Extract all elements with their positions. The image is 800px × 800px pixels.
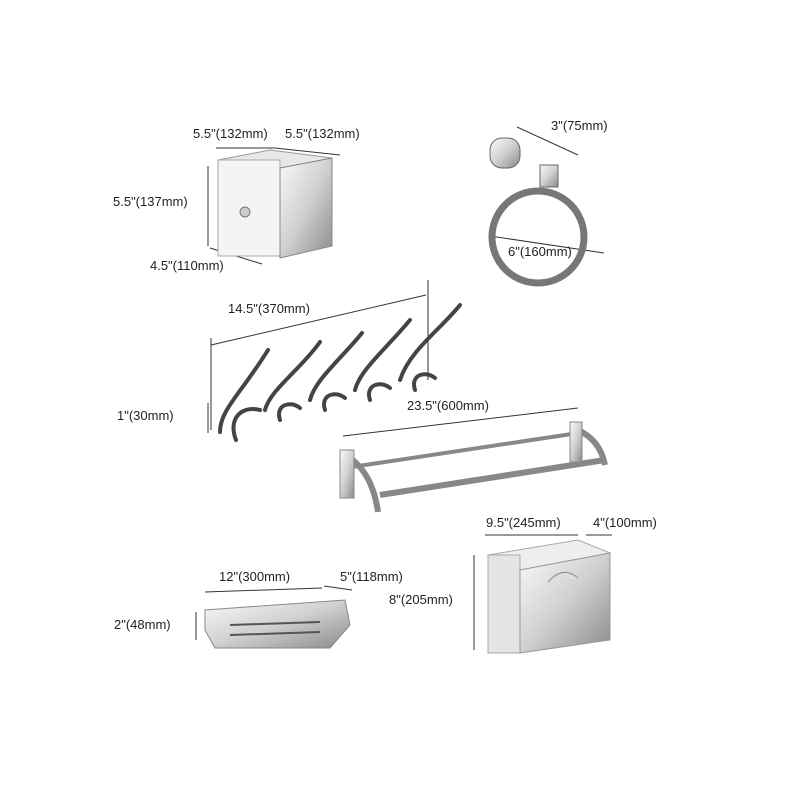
towel-ring-diameter-label: 6"(160mm) (508, 244, 572, 259)
hook-rail-length-label: 14.5"(370mm) (228, 301, 310, 316)
towel-bar-image (339, 421, 608, 513)
basket-length-label: 12"(300mm) (219, 569, 291, 584)
tissue-box-height-label: 8"(205mm) (389, 592, 453, 607)
hook-rail-image (218, 303, 462, 442)
basket-height-label: 2"(48mm) (114, 617, 171, 632)
towel-ring-image (488, 137, 588, 287)
towel-ring-depth-label: 3"(75mm) (551, 118, 608, 133)
shelf-basket-image (204, 599, 351, 649)
tissue-box-image (486, 539, 612, 654)
hook-rail-height-label: 1"(30mm) (117, 408, 174, 423)
tissue-box-width-label: 9.5"(245mm) (486, 515, 561, 530)
tissue-box-depth-label: 4"(100mm) (593, 515, 657, 530)
paper-holder-front-label: 4.5"(110mm) (150, 258, 224, 273)
paper-holder-height-label: 5.5"(137mm) (113, 194, 188, 209)
paper-holder-image (217, 149, 333, 259)
paper-holder-width-label: 5.5"(132mm) (193, 126, 268, 141)
paper-holder-depth-label: 5.5"(132mm) (285, 126, 360, 141)
towel-bar-length-label: 23.5"(600mm) (407, 398, 489, 413)
basket-depth-label: 5"(118mm) (340, 569, 403, 584)
